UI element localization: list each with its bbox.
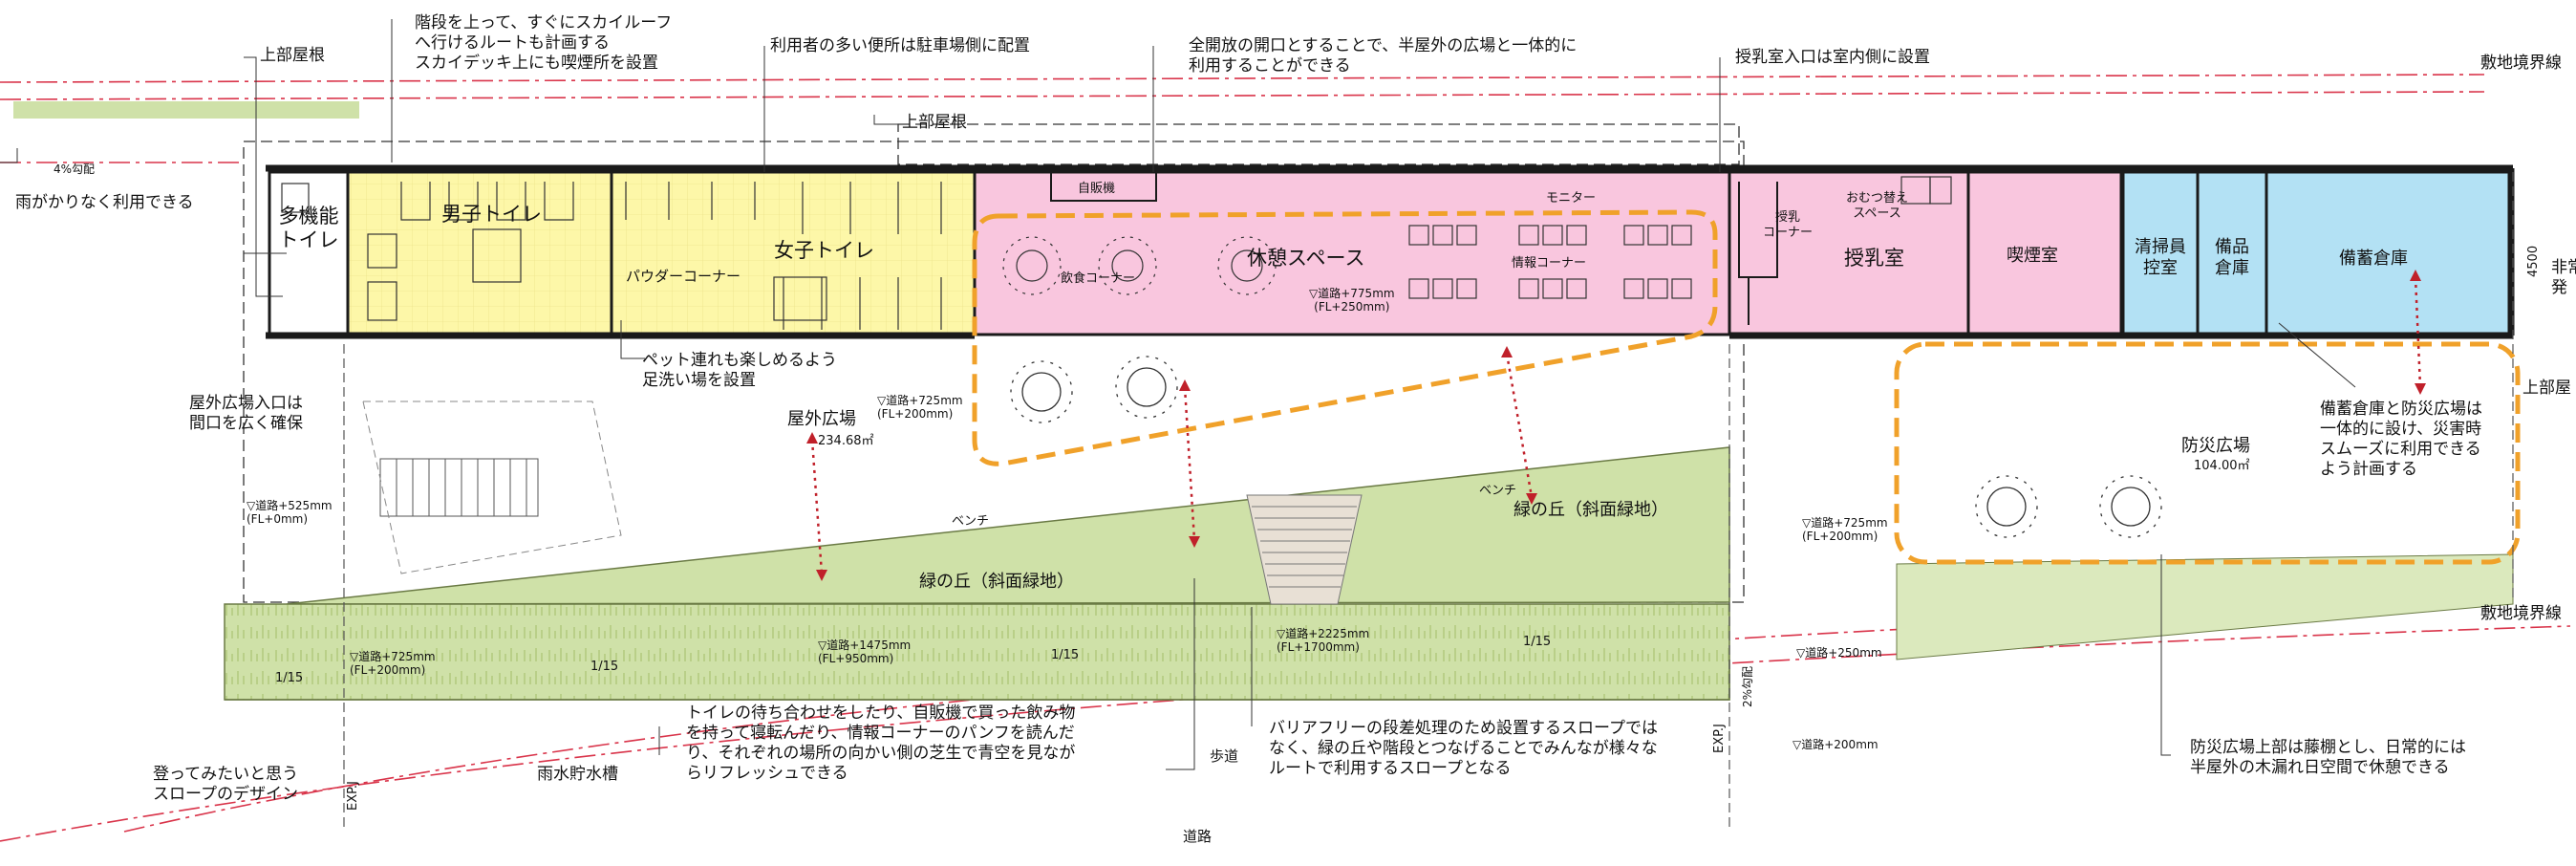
room-rest-space bbox=[973, 170, 1731, 336]
bench-label-left: ベンチ bbox=[952, 514, 990, 529]
green-hill-right bbox=[1896, 553, 2514, 660]
parking-green-strip bbox=[13, 101, 359, 119]
slope-design-note: 登ってみたいと思う スロープのデザイン bbox=[153, 765, 299, 804]
exp-joint-left: EXP.J bbox=[346, 781, 360, 811]
room-label-vending: 自販機 bbox=[1078, 182, 1116, 196]
rain-tank-label: 雨水貯水槽 bbox=[537, 765, 618, 784]
outdoor-plaza-outline bbox=[362, 401, 622, 574]
slope-label-4: 1/15 bbox=[1523, 635, 1552, 649]
slope-label-3: 1/15 bbox=[1051, 648, 1080, 662]
skyroof-note: 階段を上って、すぐにスカイルーフ へ行けるルートも計画する スカイデッキ上にも喫… bbox=[415, 13, 673, 73]
edge-right-text: 非常 発 bbox=[2551, 258, 2576, 297]
exp-joint-right: EXP.J bbox=[1712, 724, 1727, 753]
roof-label-mid: 上部屋根 bbox=[902, 113, 967, 132]
roof-label-left: 上部屋根 bbox=[260, 46, 325, 65]
road-label: 道路 bbox=[1183, 828, 1213, 845]
hill-label-left: 緑の丘（斜面緑地） bbox=[919, 572, 1074, 592]
rain-note: 雨がかりなく利用できる bbox=[15, 193, 194, 212]
pergola-note: 防災広場上部は藤棚とし、日常的には 半屋外の木漏れ日空間で休憩できる bbox=[2190, 738, 2466, 777]
center-stairs bbox=[1246, 494, 1363, 605]
gradient-right: 2%勾配 bbox=[1741, 665, 1754, 707]
disaster-plaza-highlight bbox=[1894, 341, 2521, 565]
level-mark-3: ▽道路+725mm (FL+200mm) bbox=[350, 650, 436, 677]
rest-level: ▽道路+775mm (FL+250mm) bbox=[1309, 287, 1395, 314]
room-smoking bbox=[1966, 170, 2123, 336]
room-label-cleaner: 清掃員 控室 bbox=[2135, 237, 2186, 278]
toilet-parking-note: 利用者の多い便所は駐車場側に配置 bbox=[770, 36, 1030, 55]
room-label-info: 情報コーナー bbox=[1512, 256, 1587, 271]
room-label-nursing-corner: 授乳 コーナー bbox=[1763, 210, 1814, 240]
outdoor-plaza-area: 234.68㎡ bbox=[818, 434, 874, 448]
hill-label-right: 緑の丘（斜面緑地） bbox=[1513, 500, 1668, 520]
walkway-label: 歩道 bbox=[1210, 747, 1239, 765]
room-label-mens: 男子トイレ bbox=[441, 203, 542, 226]
disaster-plaza-area: 104.00㎡ bbox=[2194, 459, 2250, 473]
expansion-joints bbox=[343, 172, 2514, 832]
roof-label-right: 上部屋 bbox=[2522, 379, 2571, 398]
boundary-right-label: 敷地境界線 bbox=[2480, 604, 2562, 623]
level-mark-7: ▽道路+250mm bbox=[1796, 646, 1882, 660]
level-mark-2: ▽道路+525mm (FL+0mm) bbox=[247, 499, 333, 526]
room-label-stockpile: 備蓄倉庫 bbox=[2339, 249, 2408, 269]
barrier-free-note: バリアフリーの段差処理のため設置するスロープでは なく、緑の丘や階段とつなげるこ… bbox=[1269, 719, 1658, 778]
rest-plaza-highlight bbox=[972, 209, 1718, 466]
slope-label-2: 1/15 bbox=[590, 660, 619, 674]
nursing-entry-note: 授乳室入口は室内側に設置 bbox=[1735, 48, 1930, 67]
room-label-rest: 休憩スペース bbox=[1247, 247, 1365, 270]
disaster-plaza-label: 防災広場 bbox=[2181, 436, 2250, 456]
connection-arrows bbox=[810, 276, 2422, 574]
level-mark-8: ▽道路+200mm bbox=[1792, 738, 1878, 751]
level-mark-4: ▽道路+1475mm (FL+950mm) bbox=[818, 639, 912, 665]
room-womens-toilet bbox=[610, 170, 977, 336]
room-label-nursing: 授乳室 bbox=[1844, 247, 1904, 270]
slope-label-1: 1/15 bbox=[275, 671, 304, 685]
room-label-smoking: 喫煙室 bbox=[2007, 246, 2058, 266]
planting-strip bbox=[224, 603, 1730, 701]
waiting-note: トイレの待ち合わせをしたり、自販機で買った飲み物 を持って寝転んだり、情報コーナ… bbox=[686, 704, 1076, 783]
room-label-diaper: おむつ替え スペース bbox=[1846, 191, 1909, 221]
room-label-monitor: モニター bbox=[1546, 191, 1597, 206]
planting-strip-edge bbox=[225, 660, 1730, 701]
room-label-equipment: 備品 倉庫 bbox=[2215, 237, 2249, 278]
room-label-multi-toilet: 多機能 トイレ bbox=[278, 205, 339, 251]
open-note: 全開放の開口とすることで、半屋外の広場と一体的に 利用することができる bbox=[1189, 36, 1578, 76]
gradient-left: 4%勾配 bbox=[54, 162, 96, 176]
left-stairs bbox=[379, 458, 539, 517]
dimension-4500: 4500 bbox=[2526, 245, 2541, 277]
outdoor-tables bbox=[1010, 356, 2162, 538]
building bbox=[266, 164, 2515, 339]
level-mark-1: ▽道路+725mm (FL+200mm) bbox=[877, 394, 963, 421]
room-label-eating: 飲食コーナー bbox=[1061, 271, 1136, 286]
pet-note: ペット連れも楽しめるよう 足洗い場を設置 bbox=[642, 351, 837, 390]
plaza-entry-note: 屋外広場入口は 間口を広く確保 bbox=[189, 394, 303, 433]
leader-lines bbox=[0, 19, 2356, 770]
level-mark-6: ▽道路+725mm (FL+200mm) bbox=[1802, 516, 1888, 543]
boundary-top-label: 敷地境界線 bbox=[2480, 54, 2562, 73]
bench-label-right: ベンチ bbox=[1479, 484, 1517, 498]
level-mark-5: ▽道路+2225mm (FL+1700mm) bbox=[1277, 627, 1370, 654]
outdoor-plaza-label: 屋外広場 bbox=[787, 409, 856, 429]
room-label-womens: 女子トイレ bbox=[774, 239, 874, 262]
room-nursing bbox=[1728, 170, 1970, 336]
room-mens-toilet bbox=[346, 170, 613, 336]
room-label-powder: パウダーコーナー bbox=[626, 268, 741, 285]
stockpile-note: 備蓄倉庫と防災広場は 一体的に設け、災害時 スムーズに利用できる よう計画する bbox=[2320, 400, 2482, 479]
